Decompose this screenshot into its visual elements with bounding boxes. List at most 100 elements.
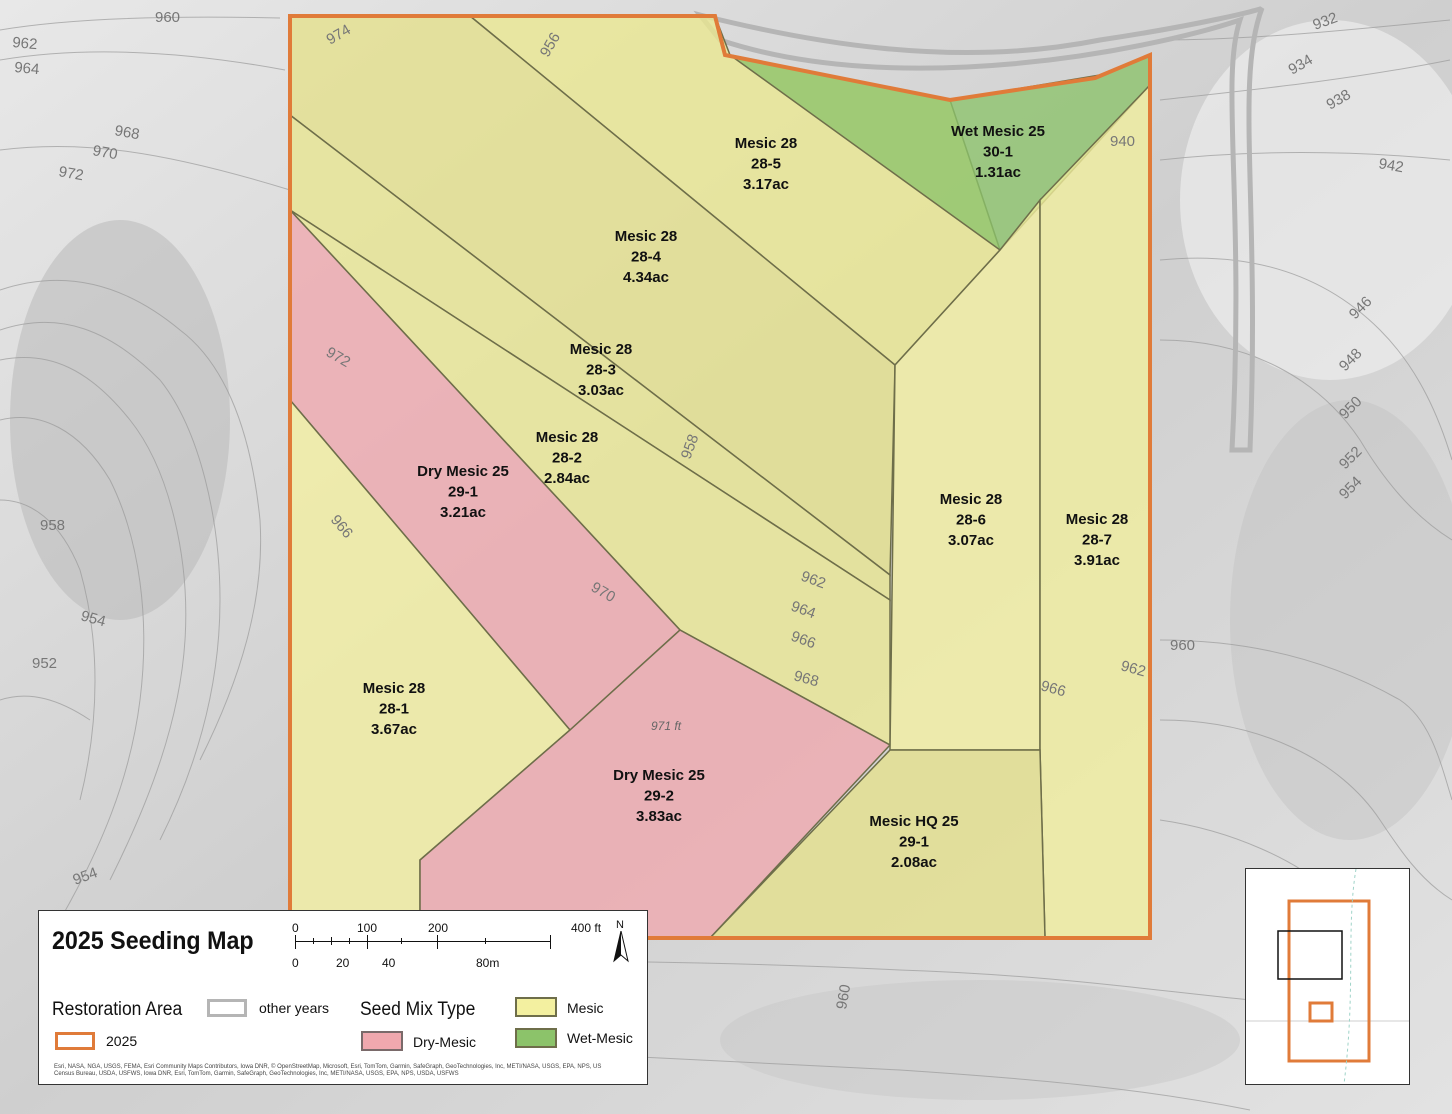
contour-label: 954 (79, 607, 108, 630)
plot-acres: 2.84ac (544, 470, 590, 487)
inset-boundary-2025-small (1308, 1001, 1334, 1023)
contour-label: 966 (1039, 677, 1068, 700)
plot-label-29-1-dry: Dry Mesic 25 29-1 3.21ac (417, 463, 509, 521)
contour-label: 970 (91, 142, 119, 163)
contour-label: 958 (40, 517, 65, 534)
plot-code: 28-4 (631, 249, 662, 266)
scale-ft-tick: 100 (357, 921, 378, 935)
plot-label-28-2: Mesic 28 28-2 2.84ac (536, 429, 599, 487)
plot-code: 28-3 (586, 362, 616, 379)
plot-acres: 3.03ac (578, 382, 624, 399)
hillshade-shadow (1230, 400, 1452, 840)
plot-name: Mesic 28 (735, 135, 798, 152)
wet-mesic-swatch (515, 1028, 557, 1048)
contour-label: 964 (14, 59, 40, 78)
attribution-credits: Esri, NASA, NGA, USGS, FEMA, Esri Commun… (54, 1064, 602, 1077)
plot-code: 28-1 (379, 701, 409, 718)
plot-label-29-1-hq: Mesic HQ 25 29-1 2.08ac (869, 813, 958, 871)
scale-m-tick: 80m (476, 956, 500, 970)
plot-code: 28-5 (751, 156, 781, 173)
boundary-2025 (288, 14, 1152, 940)
plot-acres: 3.83ac (636, 808, 682, 825)
contour-label: 968 (113, 122, 141, 143)
map-title: 2025 Seeding Map (52, 927, 254, 955)
year-2025-swatch (55, 1032, 95, 1050)
seeding-plots (289, 15, 1151, 939)
plot-label-28-1: Mesic 28 28-1 3.67ac (363, 680, 426, 738)
plot-code: 29-1 (448, 484, 478, 501)
restoration-area-header: Restoration Area (52, 999, 183, 1020)
contour-label: 960 (155, 9, 180, 26)
contour-label: 972 (57, 163, 85, 184)
scale-bar (295, 931, 575, 961)
plot-acres: 3.91ac (1074, 552, 1120, 569)
inset-extent-box (1277, 930, 1343, 980)
plot-name: Dry Mesic 25 (417, 463, 509, 480)
scale-m-tick: 0 (292, 956, 299, 970)
plot-name: Mesic 28 (536, 429, 599, 446)
plot-code: 28-2 (552, 450, 582, 467)
legend-panel: 2025 Seeding Map 0 100 200 400 ft 0 20 4… (38, 910, 648, 1085)
plot-code: 29-1 (899, 834, 929, 851)
contour-label: 952 (32, 655, 57, 672)
scale-ft-tick: 400 ft (571, 921, 602, 935)
plot-label-28-3: Mesic 28 28-3 3.03ac (570, 341, 633, 399)
inset-stream (1343, 868, 1357, 1085)
plot-label-29-2: Dry Mesic 25 29-2 3.83ac (613, 767, 705, 825)
plot-label-30-1: Wet Mesic 25 30-1 1.31ac (951, 123, 1045, 181)
plot-code: 29-2 (644, 788, 674, 805)
scale-ft-tick: 200 (428, 921, 449, 935)
north-label: N (616, 919, 624, 931)
plot-name: Mesic 28 (570, 341, 633, 358)
contour-label: 968 (792, 667, 821, 690)
plot-acres: 2.08ac (891, 854, 937, 871)
plot-name: Mesic HQ 25 (869, 813, 958, 830)
contour-label: 962 (1119, 657, 1148, 680)
inset-boundary-2025 (1287, 899, 1371, 1063)
dry-mesic-swatch (361, 1031, 403, 1051)
plot-acres: 3.21ac (440, 504, 486, 521)
plot-label-28-4: Mesic 28 28-4 4.34ac (615, 228, 678, 286)
plot-acres: 1.31ac (975, 164, 1021, 181)
plot-acres: 3.17ac (743, 176, 789, 193)
plot-name: Mesic 28 (1066, 511, 1129, 528)
plot-name: Mesic 28 (615, 228, 678, 245)
mesic-swatch (515, 997, 557, 1017)
year-2025-label: 2025 (106, 1033, 138, 1049)
plot-name: Wet Mesic 25 (951, 123, 1045, 140)
other-years-boundary (693, 5, 1265, 453)
contour-label: 942 (1377, 155, 1405, 176)
plot-name: Dry Mesic 25 (613, 767, 705, 784)
hillshade-shadow (720, 980, 1240, 1100)
scale-m-tick: 40 (382, 956, 396, 970)
contour-label: 960 (1170, 637, 1195, 654)
other-years-label: other years (259, 1000, 330, 1016)
north-arrow-icon: N (610, 919, 632, 963)
plot-label-28-6: Mesic 28 28-6 3.07ac (940, 491, 1003, 549)
plot-code: 28-6 (956, 512, 986, 529)
plot-acres: 4.34ac (623, 269, 669, 286)
plot-acres: 3.67ac (371, 721, 417, 738)
contour-label: 940 (1110, 133, 1135, 150)
inset-locator-map (1245, 868, 1410, 1085)
spot-elevation: 971 ft (651, 719, 682, 733)
plot-name: Mesic 28 (940, 491, 1003, 508)
plot-acres: 3.07ac (948, 532, 994, 549)
mesic-label: Mesic (567, 1000, 604, 1016)
wet-mesic-label: Wet-Mesic (567, 1030, 633, 1046)
plot-label-28-5: Mesic 28 28-5 3.17ac (735, 135, 798, 193)
plot-label-28-7: Mesic 28 28-7 3.91ac (1066, 511, 1129, 569)
hillshade-shadow (10, 220, 230, 620)
scale-ft-tick: 0 (292, 921, 299, 935)
plot-labels: Mesic 28 28-5 3.17ac Wet Mesic 25 30-1 1.31ac… (363, 123, 1129, 871)
scale-m-tick: 20 (336, 956, 350, 970)
seed-mix-header: Seed Mix Type (360, 999, 476, 1020)
contour-label: 962 (12, 34, 38, 53)
other-years-swatch (207, 999, 247, 1017)
plot-name: Mesic 28 (363, 680, 426, 697)
dry-mesic-label: Dry-Mesic (413, 1034, 476, 1050)
contour-label: 960 (833, 983, 854, 1011)
plot-code: 28-7 (1082, 532, 1112, 549)
plot-code: 30-1 (983, 144, 1013, 161)
